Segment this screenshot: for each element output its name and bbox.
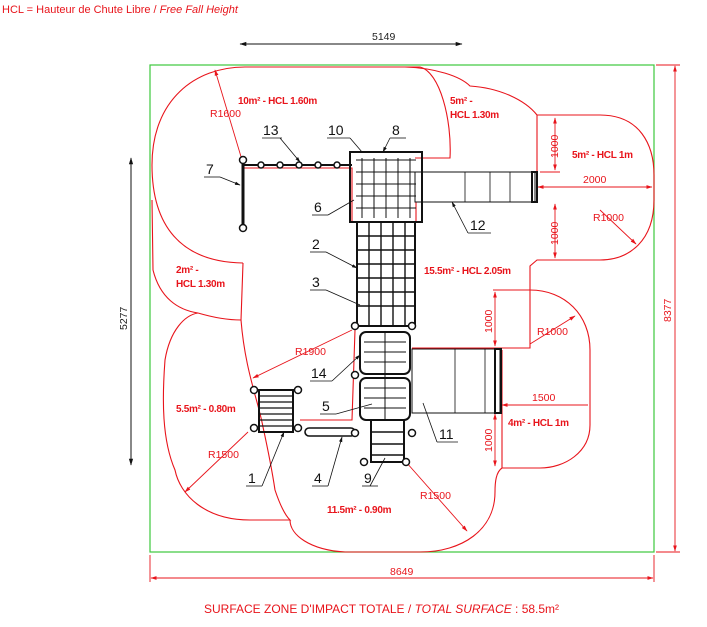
- svg-text:1000: 1000: [483, 428, 495, 452]
- svg-text:4: 4: [314, 470, 322, 486]
- dimension-right: 8377: [656, 64, 680, 553]
- svg-text:5149: 5149: [372, 31, 396, 43]
- callout-10: 10: [327, 122, 363, 153]
- svg-text:4m² - HCL 1m: 4m² - HCL 1m: [508, 418, 569, 429]
- bridge: [414, 171, 536, 203]
- callout-3: 3: [310, 274, 361, 306]
- zone-labels: 10m² - HCL 1.60m 5m² - HCL 1.30m 5m² - H…: [176, 96, 633, 516]
- svg-text:7: 7: [206, 161, 214, 177]
- ladder: [370, 419, 405, 463]
- svg-text:R1600: R1600: [210, 108, 241, 120]
- callout-12: 12: [451, 201, 491, 234]
- svg-text:R1500: R1500: [420, 490, 451, 502]
- svg-text:8377: 8377: [662, 298, 674, 322]
- callout-8: 8: [382, 122, 406, 153]
- radius-labels: R1600 R1000 R1000 R1900 R1500 R1500: [184, 69, 637, 532]
- svg-text:2000: 2000: [583, 174, 607, 186]
- impact-zones: [151, 66, 655, 553]
- svg-text:HCL 1.30m: HCL 1.30m: [450, 110, 499, 121]
- total-surface: SURFACE ZONE D'IMPACT TOTALE / TOTAL SUR…: [204, 602, 559, 616]
- callout-9: 9: [362, 457, 386, 487]
- callout-5: 5: [320, 398, 373, 415]
- svg-text:9: 9: [364, 470, 372, 486]
- svg-text:3: 3: [312, 274, 320, 290]
- callout-4: 4: [312, 436, 343, 487]
- dimension-top: 5149: [239, 31, 463, 47]
- svg-text:R1900: R1900: [295, 346, 326, 358]
- svg-text:5277: 5277: [118, 306, 130, 330]
- svg-text:11: 11: [439, 426, 454, 442]
- svg-text:8: 8: [392, 122, 400, 138]
- dimension-left: 5277: [118, 157, 134, 466]
- svg-text:2m² -: 2m² -: [176, 265, 198, 276]
- dimension-slide-zone: 1000 1000 1500: [483, 291, 588, 467]
- svg-text:5m² - HCL 1m: 5m² - HCL 1m: [572, 150, 633, 161]
- svg-text:10m² - HCL 1.60m: 10m² - HCL 1.60m: [238, 96, 317, 107]
- callout-1: 1: [246, 431, 285, 487]
- svg-text:5.5m² - 0.80m: 5.5m² - 0.80m: [176, 404, 236, 415]
- svg-text:1000: 1000: [549, 221, 561, 245]
- svg-text:13: 13: [263, 122, 279, 138]
- svg-text:1500: 1500: [532, 392, 556, 404]
- svg-text:2: 2: [312, 236, 320, 252]
- callout-11: 11: [422, 402, 458, 443]
- svg-text:1: 1: [248, 470, 256, 486]
- dimension-bottom: 8649: [149, 555, 655, 582]
- steps: [258, 389, 294, 433]
- balance-beam: [304, 427, 356, 437]
- callout-13: 13: [262, 122, 301, 163]
- svg-text:5m² -: 5m² -: [450, 96, 472, 107]
- slide: [411, 348, 501, 414]
- svg-text:HCL 1.30m: HCL 1.30m: [176, 279, 225, 290]
- svg-text:R1000: R1000: [537, 326, 568, 338]
- play-structure: [238, 151, 538, 467]
- svg-text:6: 6: [314, 199, 322, 215]
- svg-text:11.5m² - 0.90m: 11.5m² - 0.90m: [327, 505, 392, 516]
- svg-text:5: 5: [322, 398, 330, 414]
- svg-text:R1500: R1500: [208, 449, 239, 461]
- climbing-net: [356, 221, 416, 327]
- dimension-bridge-zone: 1000 1000 2000: [537, 117, 653, 259]
- svg-text:10: 10: [328, 122, 344, 138]
- callout-2: 2: [310, 236, 358, 269]
- callouts: 1 2 3 4 5 6 7 8 9 10 11 12 13 14: [204, 122, 491, 487]
- svg-text:1000: 1000: [483, 309, 495, 333]
- svg-text:8649: 8649: [390, 566, 414, 578]
- svg-text:14: 14: [311, 365, 327, 381]
- callout-6: 6: [312, 199, 355, 216]
- callout-14: 14: [310, 354, 361, 382]
- callout-7: 7: [204, 161, 241, 186]
- svg-text:12: 12: [470, 217, 486, 233]
- svg-text:R1000: R1000: [593, 212, 624, 224]
- hcl-legend: HCL = Hauteur de Chute Libre / Free Fall…: [2, 4, 239, 16]
- svg-text:1000: 1000: [549, 134, 561, 158]
- svg-text:15.5m² - HCL 2.05m: 15.5m² - HCL 2.05m: [424, 266, 511, 277]
